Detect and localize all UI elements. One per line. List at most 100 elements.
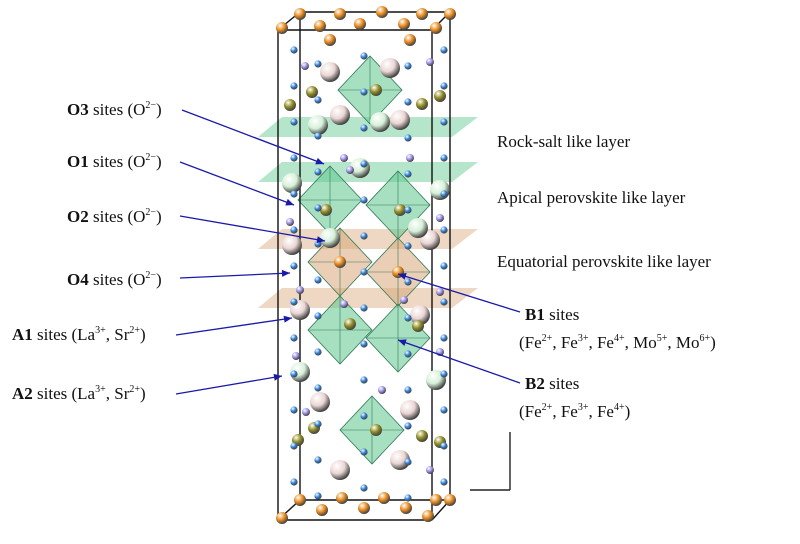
blue-atom bbox=[290, 406, 298, 414]
blue-atom bbox=[440, 118, 448, 126]
blue-atom bbox=[404, 278, 412, 286]
blue-atom bbox=[360, 412, 368, 420]
purple-atom bbox=[301, 62, 309, 70]
orange-atom bbox=[430, 494, 442, 506]
pink-atom bbox=[330, 460, 350, 480]
arrow-b1-head bbox=[398, 273, 407, 280]
orange-atom bbox=[336, 492, 348, 504]
blue-atom bbox=[314, 384, 322, 392]
blue-atom bbox=[290, 46, 298, 54]
purple-atom bbox=[378, 386, 386, 394]
orange-atom bbox=[444, 8, 456, 20]
pink-atom bbox=[390, 110, 410, 130]
arrow-a2-head bbox=[273, 373, 282, 381]
purple-atom bbox=[426, 466, 434, 474]
blue-atom bbox=[404, 350, 412, 358]
purple-atom bbox=[406, 154, 414, 162]
purple-atom bbox=[296, 286, 304, 294]
blue-atom bbox=[314, 132, 322, 140]
blue-atom bbox=[314, 348, 322, 356]
blue-atom bbox=[360, 304, 368, 312]
blue-atom bbox=[440, 46, 448, 54]
blue-atom bbox=[404, 170, 412, 178]
label-o3-sites: O3 sites (O2−) bbox=[67, 100, 162, 119]
arrow-o1 bbox=[179, 161, 295, 206]
blue-atom bbox=[314, 456, 322, 464]
blue-atom bbox=[404, 422, 412, 430]
blue-atom bbox=[290, 442, 298, 450]
arrow-a1 bbox=[175, 317, 293, 336]
apical-layer-label: Apical perovskite like layer bbox=[497, 188, 686, 207]
blue-atom bbox=[290, 190, 298, 198]
arrow-b2-head bbox=[398, 339, 407, 346]
blue-atom bbox=[290, 82, 298, 90]
blue-atom bbox=[440, 370, 448, 378]
arrow-a1-head bbox=[283, 315, 292, 323]
orange-atom bbox=[354, 18, 366, 30]
blue-atom bbox=[360, 52, 368, 60]
label-o1-sites: O1 sites (O2−) bbox=[67, 152, 162, 171]
blue-atom bbox=[404, 206, 412, 214]
mint-atom bbox=[282, 173, 302, 193]
mint-atom bbox=[320, 228, 340, 248]
pink-atom bbox=[400, 400, 420, 420]
olive-atom bbox=[320, 204, 332, 216]
olive-atom bbox=[344, 318, 356, 330]
blue-atom bbox=[440, 190, 448, 198]
orange-atom bbox=[430, 22, 442, 34]
blue-atom bbox=[314, 96, 322, 104]
pink-atom bbox=[410, 305, 430, 325]
purple-atom bbox=[426, 58, 434, 66]
b1-site-atom bbox=[334, 256, 346, 268]
purple-atom bbox=[340, 300, 348, 308]
orange-atom bbox=[378, 492, 390, 504]
blue-atom bbox=[314, 276, 322, 284]
blue-atom bbox=[404, 62, 412, 70]
orange-atom bbox=[316, 504, 328, 516]
purple-atom bbox=[436, 214, 444, 222]
arrow-b2 bbox=[397, 339, 521, 384]
label-o4-sites: O4 sites (O2−) bbox=[67, 270, 162, 289]
olive-atom bbox=[370, 424, 382, 436]
mint-atom bbox=[308, 115, 328, 135]
label-a1-sites: A1 sites (La3+, Sr2+) bbox=[12, 325, 146, 344]
orange-atom bbox=[294, 494, 306, 506]
orange-atom bbox=[400, 502, 412, 514]
arrow-o2-head bbox=[316, 236, 325, 244]
label-a2-sites: A2 sites (La3+, Sr2+) bbox=[12, 384, 146, 403]
olive-atom bbox=[370, 84, 382, 96]
blue-atom bbox=[290, 118, 298, 126]
pink-atom bbox=[320, 62, 340, 82]
orange-atom bbox=[294, 8, 306, 20]
orange-atom bbox=[422, 510, 434, 522]
orange-atom bbox=[324, 34, 336, 46]
pink-atom bbox=[310, 392, 330, 412]
orange-atom bbox=[416, 8, 428, 20]
equatorial-layer-label: Equatorial perovskite like layer bbox=[497, 252, 711, 271]
blue-atom bbox=[404, 242, 412, 250]
blue-atom bbox=[360, 340, 368, 348]
blue-atom bbox=[440, 478, 448, 486]
blue-atom bbox=[290, 334, 298, 342]
olive-atom bbox=[284, 99, 296, 111]
orange-atom bbox=[444, 494, 456, 506]
blue-atom bbox=[440, 82, 448, 90]
blue-atom bbox=[440, 154, 448, 162]
equatorial-plane-lower bbox=[258, 288, 478, 308]
purple-atom bbox=[292, 352, 300, 360]
purple-atom bbox=[436, 288, 444, 296]
arrow-o3 bbox=[181, 109, 325, 165]
blue-atom bbox=[360, 232, 368, 240]
blue-atom bbox=[404, 314, 412, 322]
orange-atom bbox=[276, 512, 288, 524]
label-o2-sites: O2 sites (O2−) bbox=[67, 207, 162, 226]
blue-atom bbox=[404, 386, 412, 394]
label-b2-ions: (Fe2+, Fe3+, Fe4+) bbox=[519, 402, 631, 421]
blue-atom bbox=[360, 196, 368, 204]
olive-atom bbox=[434, 90, 446, 102]
blue-atom bbox=[440, 442, 448, 450]
blue-atom bbox=[440, 334, 448, 342]
blue-atom bbox=[440, 298, 448, 306]
orange-atom bbox=[358, 502, 370, 514]
